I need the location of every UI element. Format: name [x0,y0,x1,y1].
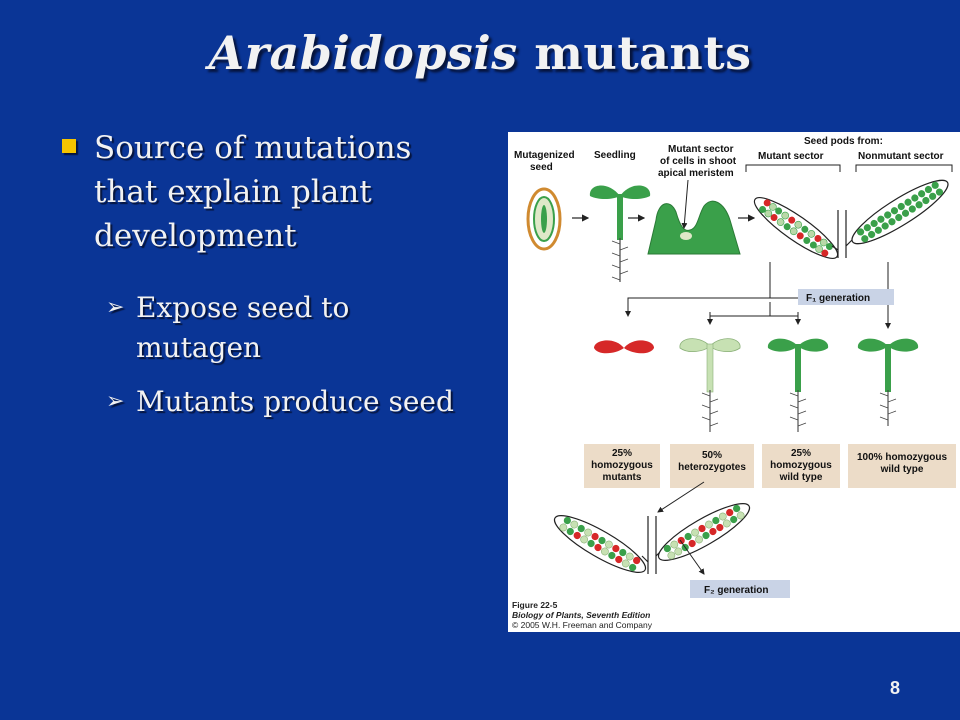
box3-line1: 25% [791,448,811,459]
sub-bullet-1: ➢ Expose seed to mutagen [106,288,466,368]
seed-icon [526,187,562,251]
box1-line2: homozygous [591,460,653,471]
sub-bullet-arrow-icon: ➢ [106,389,125,414]
box2-line1: 50% [702,450,722,461]
label-nonmutant-sector-pod: Nonmutant sector [858,151,944,162]
mutant-pod-icon [753,197,839,259]
box-all-wild [848,444,956,488]
f1-box [798,289,894,305]
arrow-hetero-to-pods [657,481,705,513]
slide-title: Arabidopsis mutants [0,26,960,80]
title-rest: mutants [517,26,752,80]
hetero-seedling-icon [679,338,741,432]
box4-line1: 100% homozygous [857,452,947,463]
pod-stem [831,210,855,258]
box-wild [762,444,840,488]
bracket-mutant [745,164,841,172]
label-seed-pods-from: Seed pods from: [804,136,883,147]
box-hetero [670,444,754,488]
meristem-icon [647,200,741,255]
page-number: 8 [889,678,900,698]
label-mutagenized-1: Mutagenized [514,150,575,161]
sub-bullet-2-text: Mutants produce seed [136,385,454,418]
box1-line3: mutants [603,472,642,483]
bracket-nonmutant [855,164,953,172]
line-f1-split [710,302,798,317]
label-mutant-sector-3: apical meristem [658,168,734,179]
seedling-icon [589,185,651,282]
f2-pod-left-icon [553,515,647,573]
bullet-main-text: Source of mutations that explain plant d… [94,130,412,254]
mutant-figure: Mutagenized seed Seedling Mutant sector … [508,132,960,632]
figure-diagram: Mutagenized seed Seedling Mutant sector … [512,136,956,630]
arrow-to-f2 [679,539,705,575]
box1-line1: 25% [612,448,632,459]
sub-bullet-1-text: Expose seed to mutagen [136,291,350,364]
box-mutants [584,444,660,488]
f2-pod-right-icon [657,503,751,561]
sub-bullet-arrow-icon: ➢ [106,295,125,320]
box3-line2: homozygous [770,460,832,471]
f2-pod-stem [641,516,665,574]
arrow-to-sector [681,179,689,229]
label-f2: F₂ generation [704,585,768,596]
label-mutagenized-2: seed [530,162,553,173]
bullet-main: Source of mutations that explain plant d… [62,126,462,258]
title-italic: Arabidopsis [208,26,518,80]
caption-figure: Figure 22-5 [512,600,558,610]
caption-book: Biology of Plants, Seventh Edition [512,610,650,620]
label-mutant-sector-2: of cells in shoot [660,156,737,167]
label-f1: F₁ generation [806,293,870,304]
box2-line2: heterozygotes [678,462,746,473]
mutant-seedling-icon [594,340,654,354]
wild-seedling-icon [767,338,829,432]
box3-line3: wild type [779,472,823,483]
nonmutant-seedling-icon [857,338,919,426]
sub-bullet-2: ➢ Mutants produce seed [106,382,466,422]
f2-box [690,580,790,598]
caption-copyright: © 2005 W.H. Freeman and Company [512,620,653,630]
nonmutant-pod-icon [851,179,949,245]
box4-line2: wild type [880,464,924,475]
label-seedling: Seedling [594,150,636,161]
label-mutant-sector-1: Mutant sector [668,144,734,155]
label-mutant-sector-pod: Mutant sector [758,151,824,162]
line-to-mutant-seedling [625,262,771,317]
bullet-square-icon [62,139,76,153]
